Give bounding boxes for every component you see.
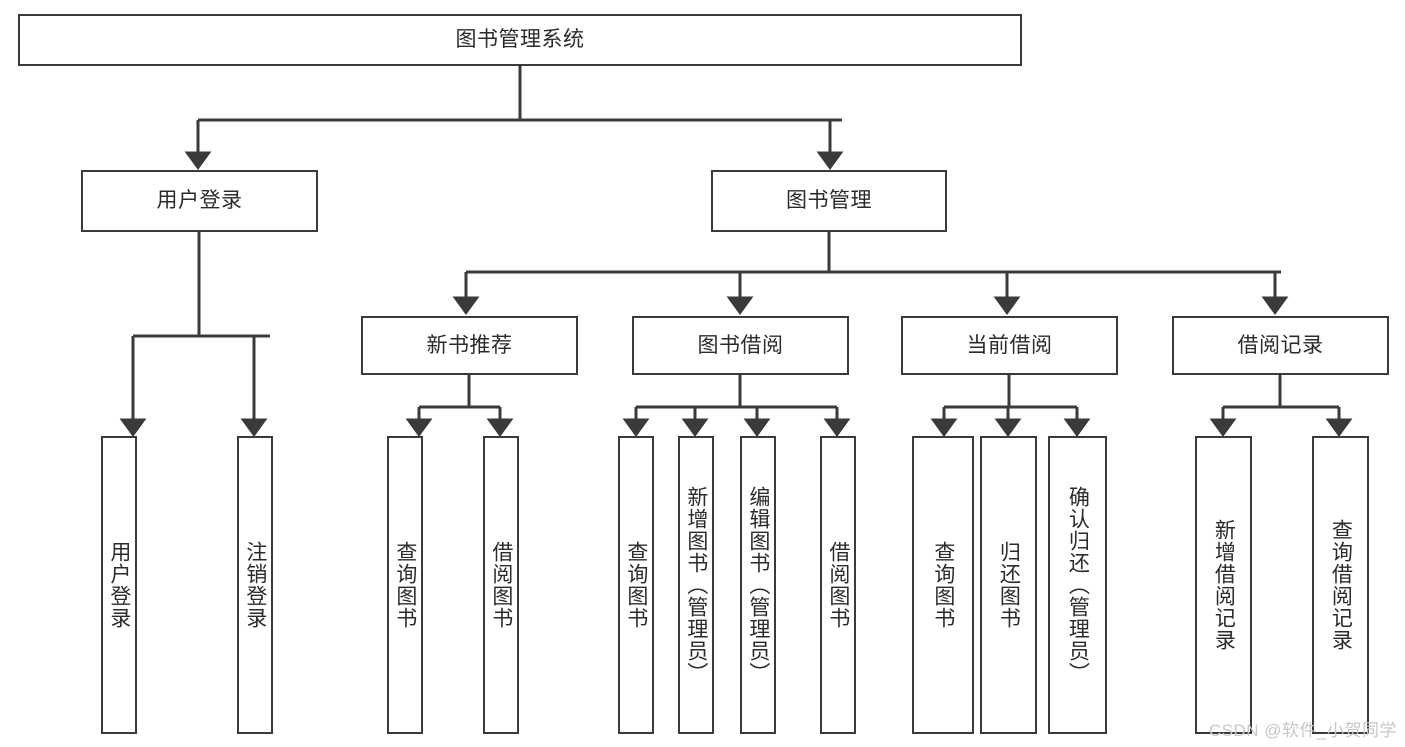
node-borrow-record[interactable]: 借阅记录 [1172,316,1389,375]
node-book-borrow[interactable]: 图书借阅 [632,316,849,375]
leaf-return-book[interactable]: 归还图书 [980,436,1037,734]
node-new-book-recommend-label: 新书推荐 [426,333,513,357]
leaf-query-book-label: 查询图书 [624,541,648,629]
node-current-borrow-label: 当前借阅 [966,333,1053,357]
leaf-user-login[interactable]: 用户登录 [101,436,137,734]
leaf-edit-book-admin[interactable]: 编辑图书（管理员） [740,436,776,734]
leaf-add-book-admin-label: 新增图书（管理员） [684,486,708,684]
leaf-query-book-current[interactable]: 查询图书 [912,436,974,734]
leaf-user-login-label: 用户登录 [107,541,131,629]
leaf-query-book-recommend[interactable]: 查询图书 [387,436,423,734]
node-current-borrow[interactable]: 当前借阅 [901,316,1118,375]
node-user-login-label: 用户登录 [156,189,243,213]
node-book-borrow-label: 图书借阅 [697,333,784,357]
leaf-borrow-book-recommend-label: 借阅图书 [489,541,513,629]
leaf-logout-label: 注销登录 [243,541,267,629]
leaf-query-book-current-label: 查询图书 [931,541,955,629]
node-borrow-record-label: 借阅记录 [1237,333,1324,357]
node-book-management-label: 图书管理 [786,189,872,213]
leaf-confirm-return-admin[interactable]: 确认归还（管理员） [1048,436,1107,734]
leaf-confirm-return-admin-label: 确认归还（管理员） [1066,486,1090,684]
node-root-label: 图书管理系统 [455,28,585,52]
leaf-borrow-book-recommend[interactable]: 借阅图书 [483,436,519,734]
node-user-login[interactable]: 用户登录 [81,170,318,232]
node-new-book-recommend[interactable]: 新书推荐 [361,316,578,375]
leaf-query-book[interactable]: 查询图书 [618,436,654,734]
node-book-management[interactable]: 图书管理 [711,170,947,232]
leaf-query-borrow-record[interactable]: 查询借阅记录 [1312,436,1369,734]
leaf-add-book-admin[interactable]: 新增图书（管理员） [678,436,714,734]
leaf-edit-book-admin-label: 编辑图书（管理员） [746,486,770,684]
csdn-watermark: CSDN @软件_小贺同学 [1208,721,1397,740]
leaf-add-borrow-record-label: 新增借阅记录 [1212,519,1236,651]
leaf-add-borrow-record[interactable]: 新增借阅记录 [1195,436,1252,734]
leaf-logout[interactable]: 注销登录 [237,436,273,734]
node-root[interactable]: 图书管理系统 [18,14,1022,66]
leaf-borrow-book[interactable]: 借阅图书 [820,436,856,734]
leaf-borrow-book-label: 借阅图书 [826,541,850,629]
leaf-query-borrow-record-label: 查询借阅记录 [1329,519,1353,651]
leaf-return-book-label: 归还图书 [997,541,1021,629]
leaf-query-book-recommend-label: 查询图书 [393,541,417,629]
